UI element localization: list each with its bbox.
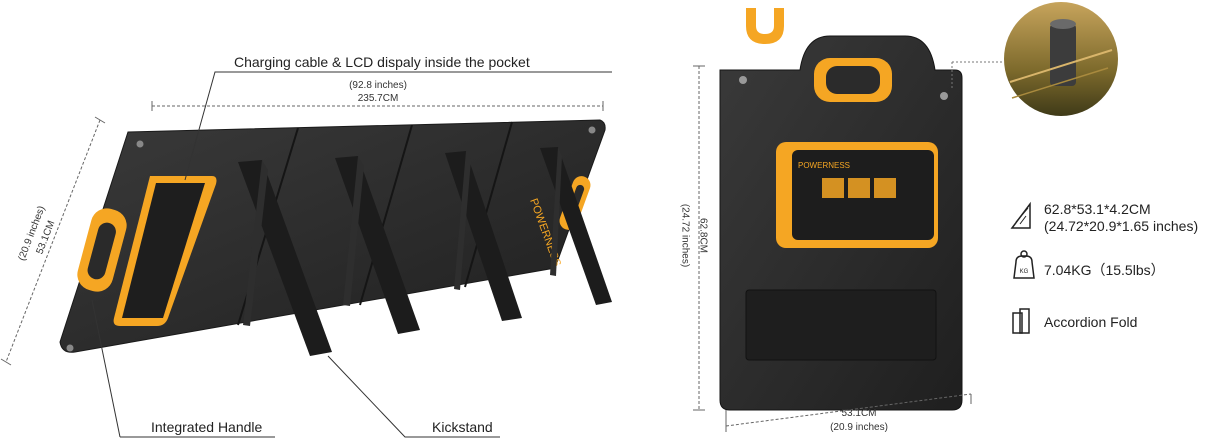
folded-height-cm: 62.8CM (697, 217, 709, 253)
width-inches: (92.8 inches) (349, 80, 407, 91)
folded-width-cm: 53.1CM (841, 408, 877, 419)
magnet-icon (746, 8, 784, 44)
weight-icon-label: KG (1020, 269, 1029, 275)
accordion-fold-icon (1012, 308, 1030, 334)
spec-fold: Accordion Fold (1044, 314, 1138, 330)
spec-dimensions-cm: 62.8*53.1*4.2CM (1044, 201, 1151, 217)
kickstand-callout-line (327, 355, 500, 438)
width-cm: 235.7CM (357, 93, 399, 104)
kickstands (238, 147, 612, 356)
dimension-icon (1010, 201, 1031, 229)
folded-strap (745, 289, 937, 361)
pocket-callout-line (184, 71, 612, 181)
kickstand-callout: Kickstand (432, 419, 493, 435)
folded-solar-panel: POWERNESS (719, 35, 963, 411)
weight-icon (1013, 250, 1035, 279)
integrated-handle (77, 208, 127, 292)
folded-width-dimension-line (725, 393, 972, 427)
folded-height-inches: (24.72 inches) (679, 203, 691, 268)
pocket-callout: Charging cable & LCD dispaly inside the … (234, 54, 530, 70)
height-dimension-line (5, 119, 101, 363)
ground-stake-photo (1004, 2, 1118, 116)
spec-weight: 7.04KG（15.5lbs） (1044, 262, 1165, 278)
handle-callout: Integrated Handle (151, 419, 263, 435)
folded-width-inches: (20.9 inches) (830, 422, 888, 433)
lcd-brand: POWERNESS (798, 161, 850, 170)
spec-dimensions-in: (24.72*20.9*1.65 inches) (1044, 218, 1199, 234)
spec-dimensions: 62.8*53.1*4.2CM (24.72*20.9*1.65 inches) (1044, 201, 1198, 235)
